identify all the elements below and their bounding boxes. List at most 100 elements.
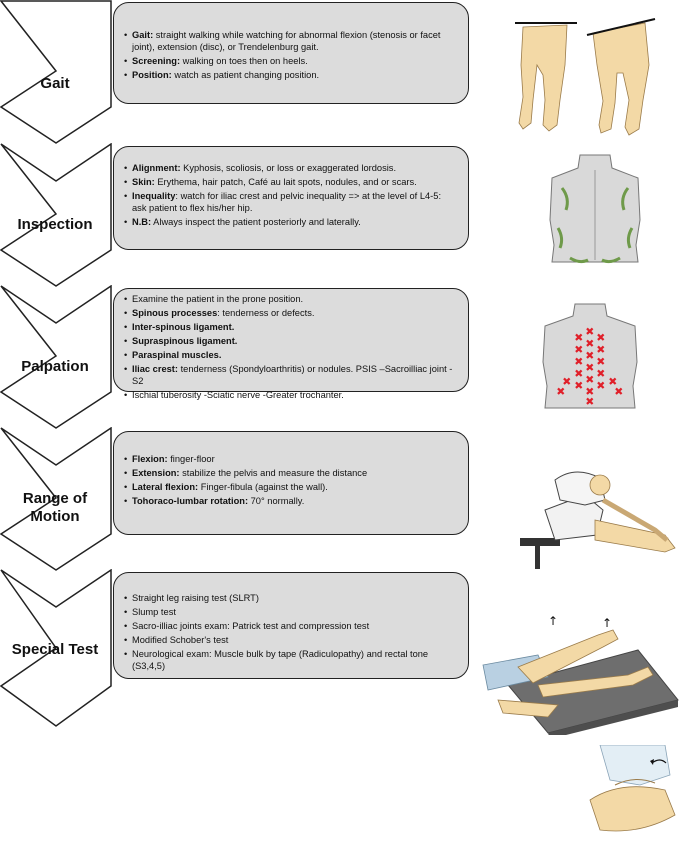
step-box-gait: Gait: straight walking while watching fo… [113, 2, 469, 104]
bullet-item: Straight leg raising test (SLRT) [124, 592, 458, 604]
step-label-gait: Gait [40, 75, 70, 92]
bullet-text: Sacro-illiac joints exam: Patrick test a… [132, 620, 370, 631]
chevron-range-of-motion [0, 427, 112, 572]
bullet-item: Neurological exam: Muscle bulk by tape (… [124, 648, 458, 673]
chevron-special-test [0, 569, 112, 729]
step-box-palpation: Examine the patient in the prone positio… [113, 288, 469, 400]
bullet-item: Lateral flexion: Finger-fibula (against … [124, 481, 458, 493]
svg-text:×: × [586, 363, 594, 373]
bullet-text: tenderness (Spondyloarthritis) or nodule… [132, 363, 453, 386]
svg-text:×: × [575, 357, 583, 367]
bullet-text: Ischial tuberosity -Sciatic nerve -Great… [132, 389, 344, 400]
bullet-text: watch as patient changing position. [171, 70, 320, 81]
bullet-term: Position: [132, 70, 172, 81]
svg-text:×: × [563, 377, 571, 387]
range-of-motion-illustration [515, 440, 685, 580]
step-label-range-of-motion: Range of Motion [22, 490, 88, 525]
step-items-palpation: Examine the patient in the prone positio… [124, 293, 458, 401]
step-label-special-test: Special Test [11, 641, 99, 658]
bullet-term: Alignment: [132, 163, 181, 173]
chevron-inspection [0, 143, 112, 288]
bullet-item: Iliac crest: tenderness (Spondyloarthrit… [124, 363, 458, 388]
step-items-range-of-motion: Flexion: finger-floorExtension: stabiliz… [124, 453, 458, 507]
bullet-item: Alignment: Kyphosis, scoliosis, or loss … [124, 162, 458, 174]
chevron-gait [0, 0, 112, 145]
bullet-term: Inequality [132, 190, 176, 201]
svg-text:×: × [597, 357, 605, 367]
svg-text:↑: ↑ [548, 614, 558, 628]
bullet-term: Flexion: [132, 454, 168, 464]
bullet-item: Spinous processes: tenderness or defects… [124, 307, 458, 319]
inspection-back-illustration [540, 150, 650, 275]
bullet-term: N.B: [132, 217, 152, 228]
patrick-test-illustration [580, 744, 685, 844]
svg-text:×: × [575, 369, 583, 379]
svg-text:×: × [575, 381, 583, 391]
bullet-text: Examine the patient in the prone positio… [132, 294, 304, 304]
svg-text:×: × [597, 381, 605, 391]
step-box-inspection: Alignment: Kyphosis, scoliosis, or loss … [113, 146, 469, 250]
svg-text:×: × [615, 387, 623, 397]
svg-text:×: × [586, 397, 594, 407]
svg-text:×: × [597, 345, 605, 355]
chevron-palpation [0, 285, 112, 430]
bullet-text: walking on toes then on heels. [180, 56, 308, 67]
bullet-item: Slump test [124, 606, 458, 618]
bullet-text: Straight leg raising test (SLRT) [132, 593, 259, 603]
bullet-term: Extension: [132, 467, 180, 478]
bullet-text: Always inspect the patient posteriorly a… [151, 217, 361, 228]
bullet-item: Skin: Erythema, hair patch, Café au lait… [124, 176, 458, 188]
svg-text:×: × [597, 333, 605, 343]
bullet-item: Screening: walking on toes then on heels… [124, 55, 458, 67]
bullet-item: Tohoraco-lumbar rotation: 70° normally. [124, 495, 458, 507]
bullet-item: Modified Schober's test [124, 634, 458, 646]
svg-text:×: × [586, 339, 594, 349]
svg-text:×: × [586, 387, 594, 397]
bullet-text: : tenderness or defects. [217, 307, 315, 318]
bullet-item: Extension: stabilize the pelvis and meas… [124, 467, 458, 479]
bullet-term: Screening: [132, 56, 181, 67]
step-label-palpation: Palpation [21, 358, 89, 375]
bullet-item: Position: watch as patient changing posi… [124, 69, 458, 81]
svg-text:×: × [575, 345, 583, 355]
bullet-item: Examine the patient in the prone positio… [124, 293, 458, 305]
bullet-text: straight walking while watching for abno… [132, 30, 441, 53]
bullet-text: 70° normally. [248, 495, 305, 506]
svg-text:×: × [609, 377, 617, 387]
bullet-item: N.B: Always inspect the patient posterio… [124, 216, 458, 228]
bullet-term: Skin: [132, 176, 155, 187]
bullet-term: Inter-spinous ligament. [132, 321, 235, 332]
bullet-text: finger-floor [167, 454, 215, 464]
bullet-text: Finger-fibula (against the wall). [198, 481, 328, 492]
bullet-term: Spinous processes [132, 307, 218, 318]
svg-text:×: × [586, 327, 594, 337]
bullet-item: Flexion: finger-floor [124, 453, 458, 465]
bullet-term: Paraspinal muscles. [132, 349, 222, 360]
svg-text:×: × [586, 375, 594, 385]
bullet-item: Inter-spinous ligament. [124, 321, 458, 333]
bullet-item: Inequality: watch for iliac crest and pe… [124, 190, 458, 215]
bullet-text: stabilize the pelvis and measure the dis… [179, 467, 368, 478]
bullet-term: Iliac crest: [132, 363, 178, 374]
bullet-text: Modified Schober's test [132, 634, 229, 645]
svg-text:×: × [586, 351, 594, 361]
step-items-special-test: Straight leg raising test (SLRT) Slump te… [124, 592, 458, 672]
bullet-term: Tohoraco-lumbar rotation: [132, 495, 249, 506]
bullet-item: Sacro-illiac joints exam: Patrick test a… [124, 620, 458, 632]
bullet-text: Slump test [132, 606, 176, 617]
bullet-item: Paraspinal muscles. [124, 349, 458, 361]
step-box-special-test: Straight leg raising test (SLRT) Slump te… [113, 572, 469, 679]
bullet-item: Gait: straight walking while watching fo… [124, 29, 458, 54]
step-items-inspection: Alignment: Kyphosis, scoliosis, or loss … [124, 162, 458, 229]
palpation-back-illustration: ××××××× ××××× ××××× ×××× [535, 300, 645, 417]
svg-text:×: × [557, 387, 565, 397]
straight-leg-raise-illustration: ↑ ↑ [478, 605, 685, 740]
step-box-range-of-motion: Flexion: finger-floorExtension: stabiliz… [113, 431, 469, 535]
bullet-term: Lateral flexion: [132, 481, 199, 492]
gait-legs-illustration [505, 5, 685, 145]
bullet-term: Gait: [132, 30, 154, 40]
step-items-gait: Gait: straight walking while watching fo… [124, 29, 458, 82]
svg-text:×: × [597, 369, 605, 379]
bullet-text: Erythema, hair patch, Café au lait spots… [154, 176, 417, 187]
bullet-term: Supraspinous ligament. [132, 335, 238, 346]
